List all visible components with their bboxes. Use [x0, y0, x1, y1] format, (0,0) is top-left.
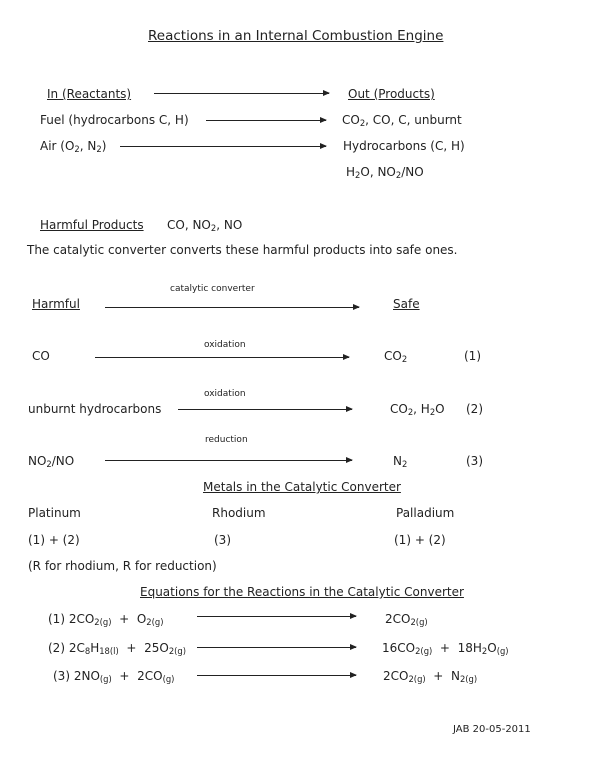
reaction-number: (3) [466, 454, 483, 468]
metals-heading: Metals in the Catalytic Converter [203, 480, 401, 494]
safe-item: CO2, H2O [390, 402, 445, 418]
harmful-item: NO2/NO [28, 454, 75, 470]
equations-heading: Equations for the Reactions in the Catal… [140, 585, 464, 599]
in-reactants-header: In (Reactants) [47, 87, 132, 101]
reactant-fuel: Fuel (hydrocarbons C, H) [40, 113, 189, 127]
arrow-icon [178, 405, 353, 413]
equation-1-reactants: (1) 2CO2(g) + O2(g) [48, 612, 164, 628]
equation-3-products: 2CO2(g) + N2(g) [383, 669, 478, 685]
arrow-icon [95, 353, 350, 361]
metal-reactions: (3) [214, 533, 231, 547]
metal-name: Platinum [28, 506, 81, 520]
equation-3-reactants: (3) 2NO(g) + 2CO(g) [53, 669, 175, 685]
safe-header: Safe [393, 297, 420, 311]
reactant-air: Air (O2, N2) [40, 139, 107, 155]
metal-name: Rhodium [212, 506, 266, 520]
arrow-icon [197, 671, 357, 679]
metal-name: Palladium [396, 506, 455, 520]
process-label: reduction [205, 435, 248, 445]
arrow-icon [197, 643, 357, 651]
equation-2-products: 16CO2(g) + 18H2O(g) [382, 641, 509, 657]
arrow-label-catalytic: catalytic converter [170, 284, 255, 294]
harmful-header: Harmful [32, 297, 80, 311]
equation-2-reactants: (2) 2C8H18(l) + 25O2(g) [48, 641, 186, 657]
page-title: Reactions in an Internal Combustion Engi… [148, 28, 444, 44]
product-line-3: H2O, NO2/NO [346, 165, 424, 181]
arrow-icon [154, 89, 330, 97]
metal-reactions: (1) + (2) [394, 533, 446, 547]
metals-note: (R for rhodium, R for reduction) [28, 559, 217, 573]
metal-reactions: (1) + (2) [28, 533, 80, 547]
safe-item: N2 [393, 454, 408, 470]
out-products-header: Out (Products) [348, 87, 435, 101]
reaction-number: (2) [466, 402, 483, 416]
product-line-2: Hydrocarbons (C, H) [343, 139, 465, 153]
equation-1-products: 2CO2(g) [385, 612, 428, 628]
safe-item: CO2 [384, 349, 408, 365]
harmful-products-list: CO, NO2, NO [167, 218, 243, 234]
arrow-icon [105, 303, 360, 311]
harmful-item: CO [32, 349, 50, 363]
process-label: oxidation [204, 389, 246, 399]
arrow-icon [120, 142, 327, 150]
footer-author-date: JAB 20-05-2011 [453, 724, 531, 735]
process-label: oxidation [204, 340, 246, 350]
product-line-1: CO2, CO, C, unburnt [342, 113, 462, 129]
reaction-number: (1) [464, 349, 481, 363]
arrow-icon [105, 456, 353, 464]
intro-sentence: The catalytic converter converts these h… [27, 243, 458, 257]
harmful-products-label: Harmful Products [40, 218, 144, 232]
harmful-item: unburnt hydrocarbons [28, 402, 162, 416]
arrow-icon [197, 612, 357, 620]
arrow-icon [206, 116, 327, 124]
